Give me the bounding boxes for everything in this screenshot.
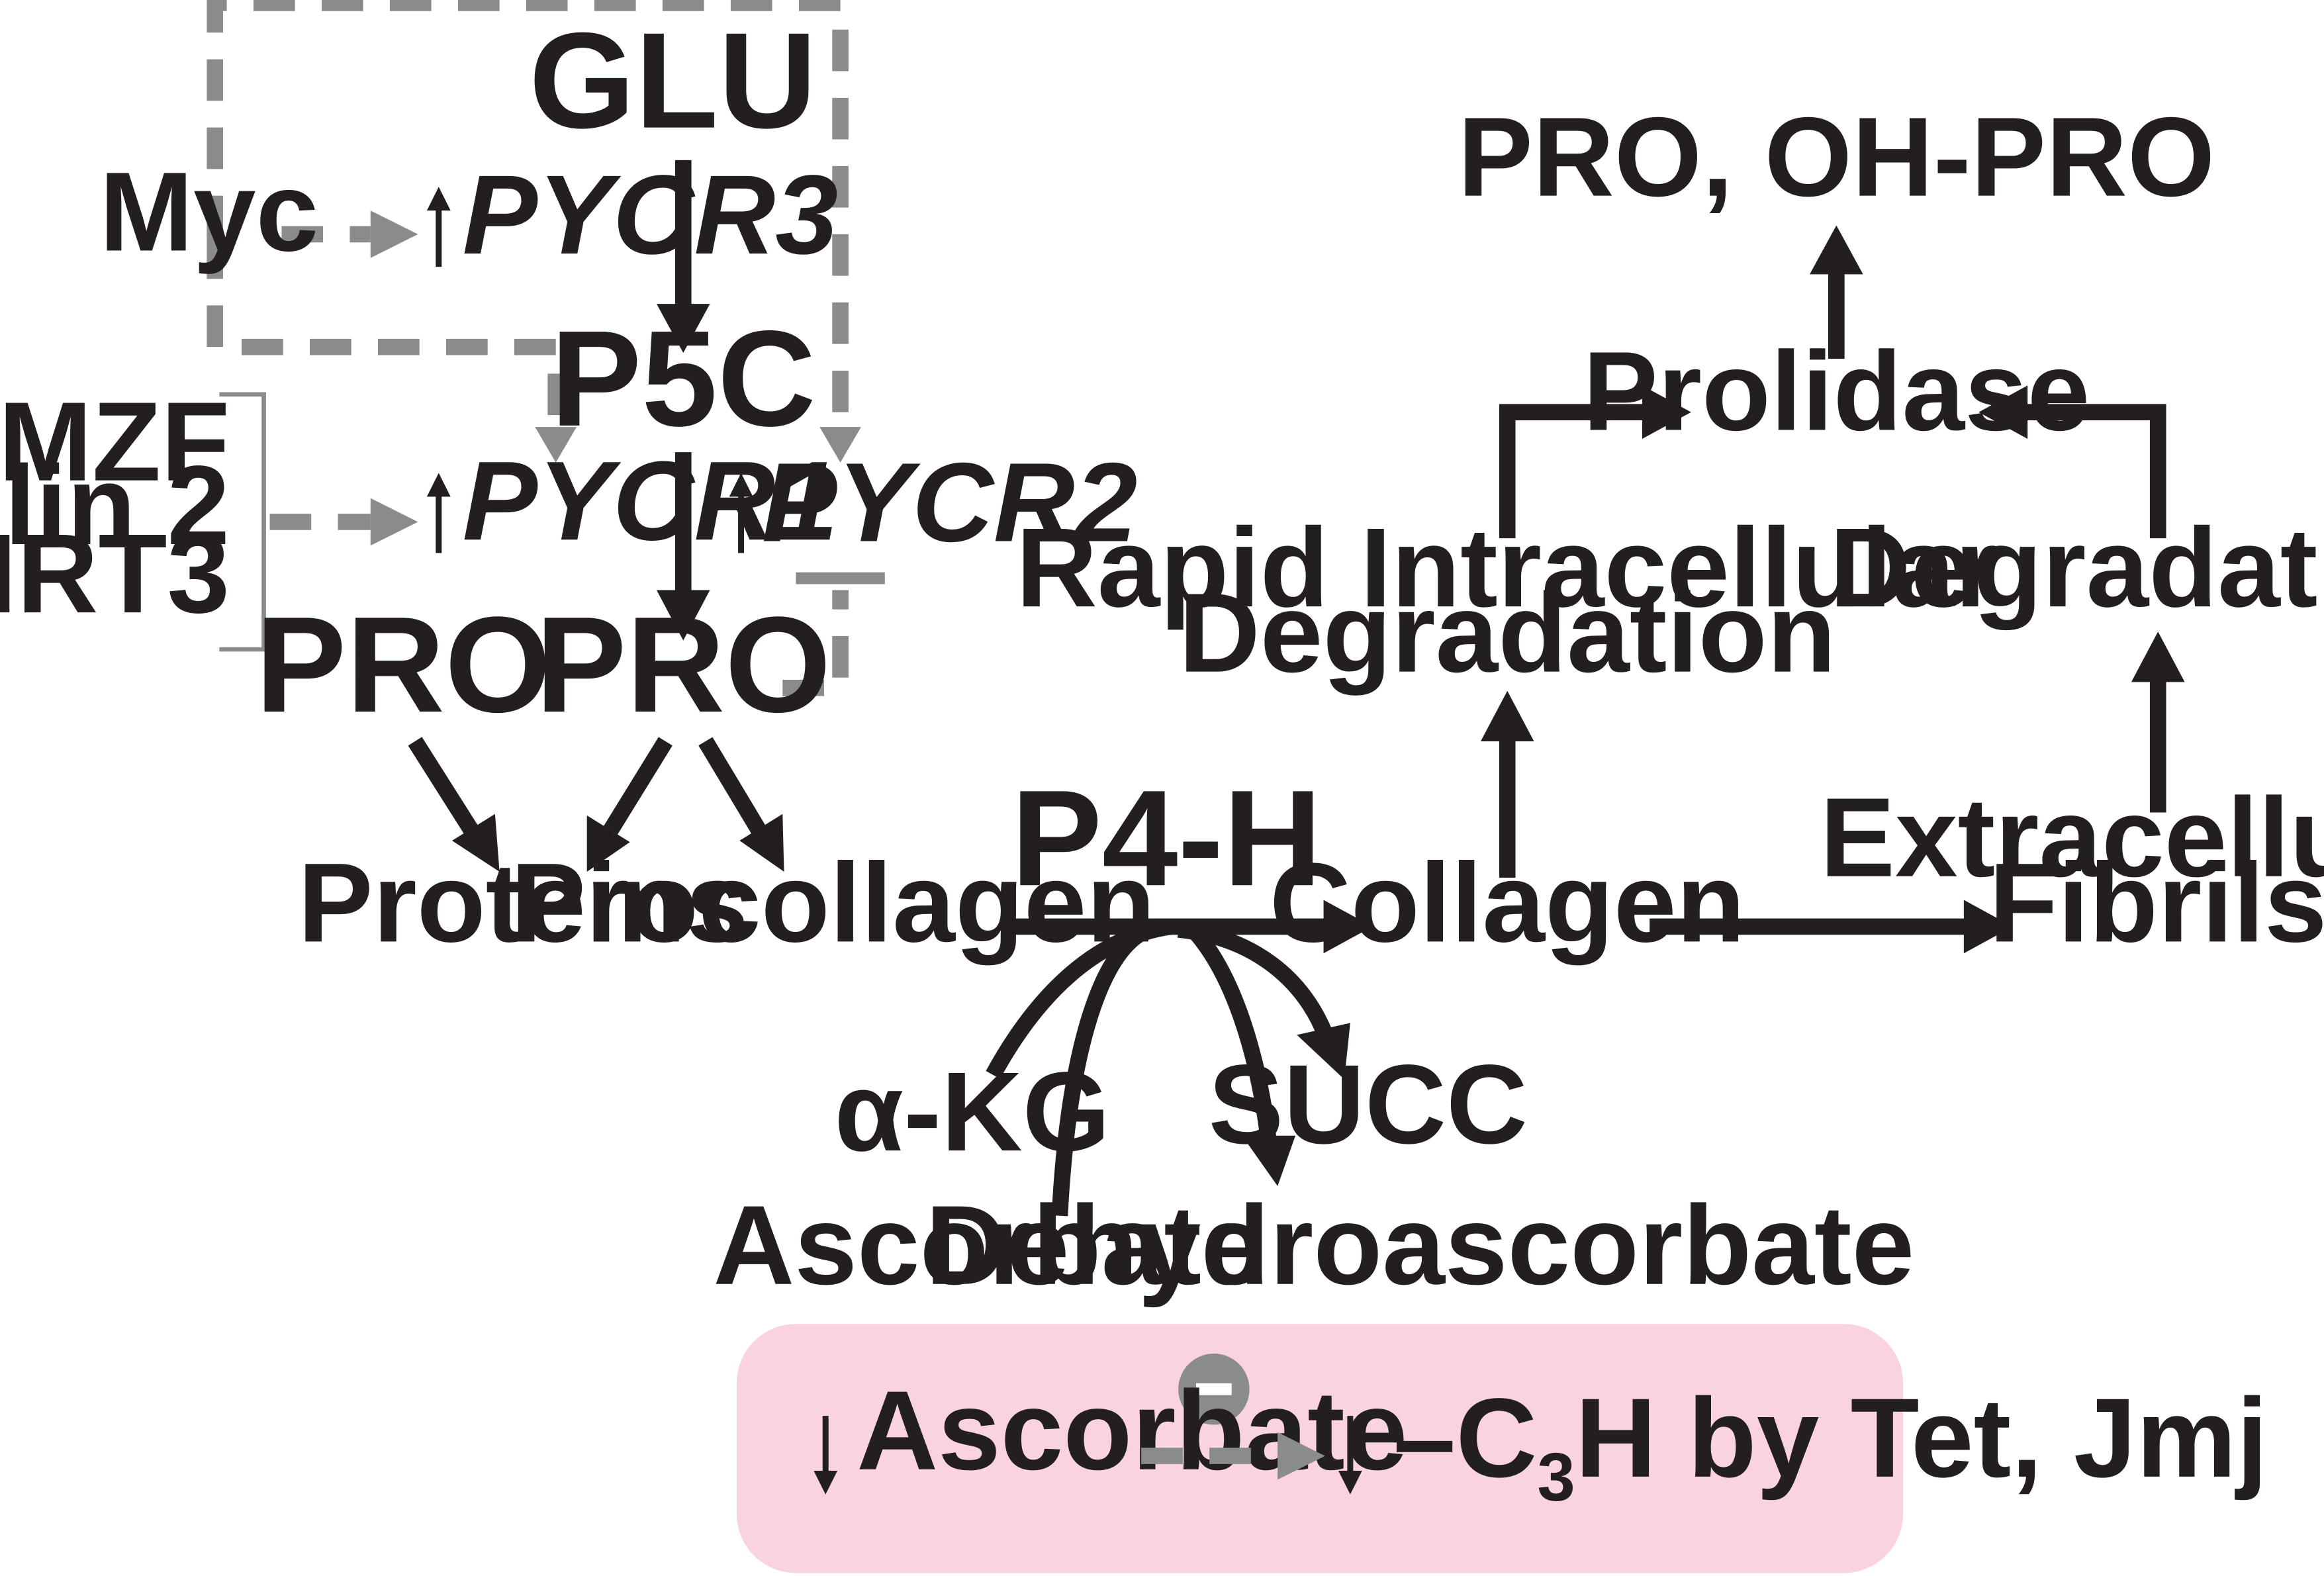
- extracellular-line1: Extracellular: [1820, 775, 2324, 901]
- pro-center-label: PRO: [535, 588, 831, 741]
- regulator-bracket: [219, 392, 266, 652]
- pycr3-label: PYCR3: [463, 152, 838, 278]
- pycr1-regulator-arrowhead: [370, 498, 418, 546]
- pathway-arrows: [408, 160, 2185, 1217]
- akg-label: α-KG: [835, 1049, 1111, 1175]
- inset-background: [736, 1324, 1904, 1573]
- mzf-label: MZF: [0, 379, 230, 505]
- inset-arrowhead: [1278, 1432, 1325, 1480]
- degradation-to-prolidase-arrow: [2022, 404, 2166, 539]
- degradation-label: Degradation: [1830, 505, 2324, 631]
- ascorbate-inset: Ascorbate –C3H by Tet, Jmj: [736, 1324, 2268, 1573]
- pro-to-procollagen-arrow: [698, 737, 767, 835]
- pro-left-label: PRO: [256, 588, 551, 741]
- rapid-degradation-line2: Degradation: [1179, 571, 1836, 696]
- extracellular-line2: Fibrils: [1989, 840, 2324, 966]
- pycr3-arrowhead: [370, 210, 418, 258]
- pycr2-arrowhead: [819, 427, 861, 463]
- regulatory-lines: [207, 0, 885, 696]
- p5c-label: P5C: [551, 302, 816, 455]
- procollagen-label: Procollagen: [510, 840, 1155, 966]
- dehydroascorbate-curve: [1187, 924, 1277, 1143]
- p4h-label: P4-H: [1011, 761, 1322, 914]
- pro-feedback-line: [782, 590, 849, 696]
- proteins-label: Proteins: [298, 840, 749, 966]
- inset-effect-suffix: H by Tet, Jmj: [1575, 1375, 2268, 1501]
- myc-to-pycr1-line: [207, 237, 564, 430]
- pro-to-proteins-arrow: [604, 737, 673, 835]
- pro-ohpro-label: PRO, OH-PRO: [1458, 95, 2215, 220]
- pycr1-label: PYCR1: [463, 438, 838, 564]
- dehydroascorbate-label: Dehydroascorbate: [925, 1183, 1914, 1309]
- glu-label: GLU: [529, 4, 817, 157]
- rapid-degradation-line1: Rapid Intracellular: [1016, 505, 1999, 631]
- inset-ascorbate-label: Ascorbate: [857, 1368, 1407, 1494]
- succ-label: SUCC: [1209, 1042, 1528, 1168]
- collagen-label: Collagen: [1270, 840, 1745, 966]
- kindlin2-label: Kindlin 2: [0, 443, 230, 569]
- sirt3-label: SIRT3: [0, 511, 230, 637]
- rapid-to-prolidase-arrow: [1499, 404, 1648, 539]
- pycr1-arrowhead: [535, 427, 577, 463]
- node-labels: GLU Myc PYCR3 P5C MZF Kindlin 2 SIRT3 PY…: [0, 4, 2324, 1309]
- ascorbate-curve: [1051, 921, 1152, 1217]
- pycr2-label: PYCR2: [762, 440, 1137, 566]
- prolidase-label: Prolidase: [1583, 329, 2090, 455]
- myc-label: Myc: [99, 150, 318, 275]
- inset-effect-prefix: –C: [1393, 1375, 1538, 1501]
- inset-effect-label: –C3H by Tet, Jmj: [1393, 1375, 2268, 1515]
- inset-effect-subscript: 3: [1537, 1439, 1575, 1515]
- pro-left-to-proteins-arrow: [408, 737, 479, 835]
- inhibit-icon-bar: [1196, 1383, 1232, 1395]
- myc-to-pycr2-line: [207, 0, 849, 430]
- ascorbate-label: Ascorbate: [713, 1183, 1264, 1309]
